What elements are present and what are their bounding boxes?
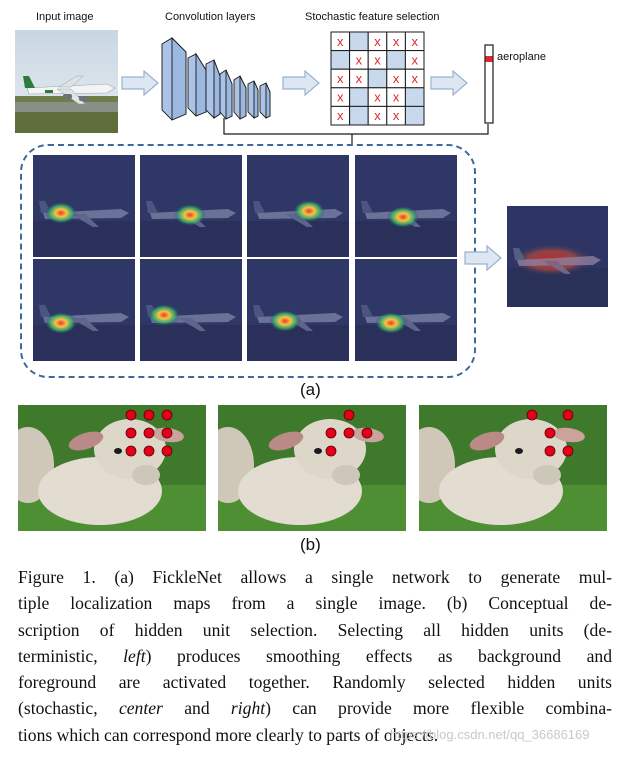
dropped-unit-mark: x xyxy=(411,52,418,67)
dropped-unit-mark: x xyxy=(411,34,418,49)
dropped-unit-mark: x xyxy=(374,108,381,123)
caption-emph-right: right xyxy=(230,698,266,719)
selection-cell xyxy=(404,87,425,107)
output-score-bar xyxy=(484,44,494,129)
dropped-unit-mark: x xyxy=(393,71,400,86)
localization-map xyxy=(140,155,242,257)
caption-line-6: (stochastic, center and right) can provi… xyxy=(18,698,612,719)
localization-map xyxy=(247,259,349,361)
dropped-unit-mark: x xyxy=(337,90,344,105)
caption-line-7: tions which can correspond more clearly … xyxy=(18,724,439,745)
convolution-layers-label: Convolution layers xyxy=(165,11,256,23)
caption-emph-left: left xyxy=(123,645,146,666)
selection-cell xyxy=(367,68,388,89)
sheep-image xyxy=(419,405,607,531)
selection-cell xyxy=(386,50,406,70)
stochastic-selection-label: Stochastic feature selection xyxy=(305,11,440,23)
dropped-unit-mark: x xyxy=(374,34,381,49)
selection-cell xyxy=(349,87,369,107)
dropped-unit-mark: x xyxy=(393,34,400,49)
input-aeroplane-image xyxy=(15,30,118,133)
localization-map xyxy=(33,259,135,361)
localization-map xyxy=(33,155,135,257)
selection-cell xyxy=(404,105,425,126)
convolution-layers-diagram xyxy=(160,30,278,129)
panel-b-label: (b) xyxy=(300,535,321,554)
dropped-unit-mark: x xyxy=(393,108,400,123)
arrow-to-selection xyxy=(282,69,320,101)
aggregated-localization-map xyxy=(507,206,608,307)
dropped-unit-mark: x xyxy=(337,108,344,123)
arrow-to-output xyxy=(430,69,468,101)
caption-line-5: foreground are activated together. Rando… xyxy=(18,672,612,693)
localization-map xyxy=(355,259,457,361)
arrow-to-conv xyxy=(121,69,159,101)
dropped-unit-mark: x xyxy=(393,90,400,105)
watermark: https://blog.csdn.net/qq_36686169 xyxy=(390,727,590,742)
dropped-unit-mark: x xyxy=(374,90,381,105)
dropped-unit-mark: x xyxy=(356,71,363,86)
caption-line-1: Figure 1. (a) FickleNet allows a single … xyxy=(18,567,612,587)
arrow-to-aggregate xyxy=(464,244,502,276)
dropped-unit-mark: x xyxy=(337,71,344,86)
dropped-unit-mark: x xyxy=(356,52,363,67)
localization-map xyxy=(247,155,349,257)
figure-caption: Figure 1. (a) FickleNet allows a single … xyxy=(18,564,612,748)
caption-line-4: terministic, left) produces smoothing ef… xyxy=(18,645,612,666)
caption-emph-center: center xyxy=(118,698,163,719)
dropped-unit-mark: x xyxy=(411,71,418,86)
caption-line-3: scription of hidden unit selection. Sele… xyxy=(18,619,612,640)
panel-a-label: (a) xyxy=(300,380,321,399)
localization-map xyxy=(355,155,457,257)
sheep-image xyxy=(18,405,206,531)
caption-line-2: tiple localization maps from a single im… xyxy=(18,593,612,614)
input-image-label: Input image xyxy=(36,11,94,23)
selection-cell xyxy=(349,31,369,52)
dropped-unit-mark: x xyxy=(374,52,381,67)
sheep-image xyxy=(218,405,406,531)
localization-map xyxy=(140,259,242,361)
selection-cell xyxy=(330,50,351,70)
class-label-aeroplane: aeroplane xyxy=(497,51,546,63)
dropped-unit-mark: x xyxy=(337,34,344,49)
